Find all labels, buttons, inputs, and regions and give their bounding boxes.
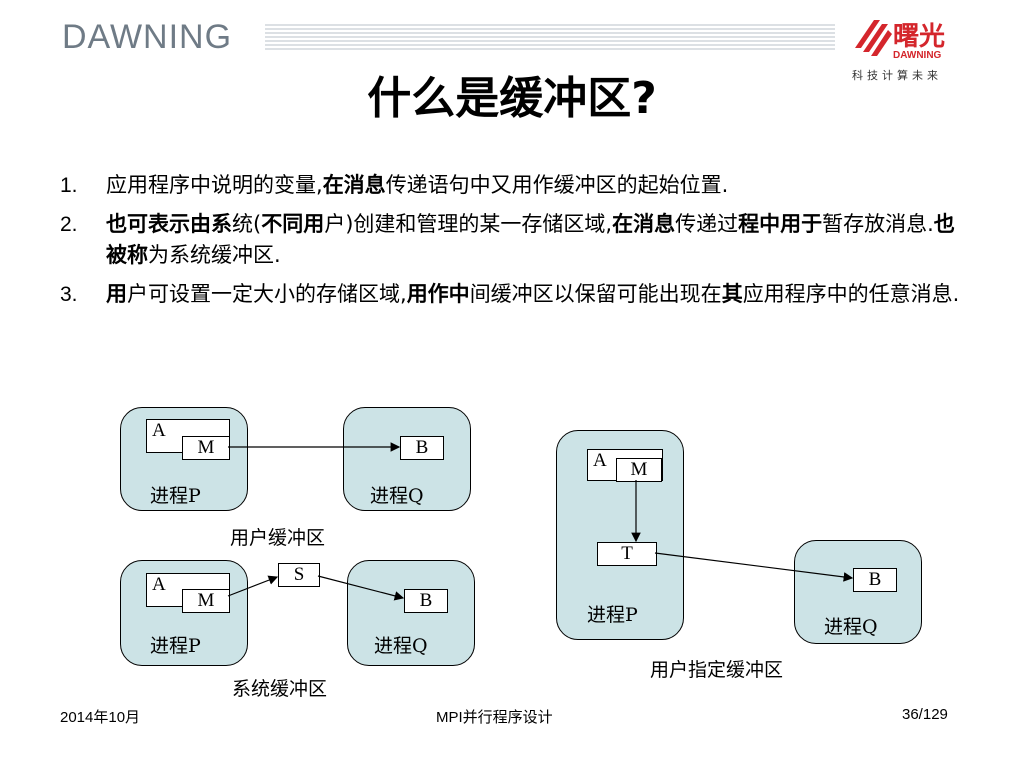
footer-course-title: MPI并行程序设计 — [436, 709, 553, 726]
item-number: 2. — [60, 213, 78, 236]
text-run-bold: 其 — [721, 282, 743, 306]
caption-system-buffer: 系统缓冲区 — [232, 678, 328, 700]
brand-slogan: 科技计算未来 — [852, 69, 942, 82]
message-m: M — [616, 458, 662, 482]
list-item: 1. 应用程序中说明的变量,在消息传递语句中又用作缓冲区的起始位置. — [60, 170, 960, 201]
text-run-bold: 在消息 — [322, 173, 386, 197]
text-run: 应用程序中说明的变量, — [106, 173, 323, 197]
text-run: 统( — [232, 212, 262, 236]
text-run: 传递过 — [675, 212, 739, 236]
item-number: 3. — [60, 283, 78, 306]
caption-user-specified-buffer: 用户指定缓冲区 — [650, 659, 784, 681]
user-buffer-t: T — [597, 542, 657, 566]
text-run-bold: 也可表示由系 — [106, 212, 232, 236]
text-run-bold: 用 — [106, 282, 127, 306]
text-run: 应用程序中的任意消息. — [742, 282, 960, 306]
buffer-b: B — [404, 589, 448, 613]
text-run: 暂存放消息. — [822, 212, 934, 236]
process-label: 进程Q — [824, 616, 878, 638]
caption-user-buffer: 用户缓冲区 — [230, 527, 326, 549]
process-label: 进程P — [150, 635, 201, 657]
item-number: 1. — [60, 174, 78, 197]
slide-title: 什么是缓冲区? — [367, 73, 657, 124]
process-label: 进程P — [587, 604, 638, 626]
text-run-bold: 程中用于 — [738, 212, 823, 236]
buffer-b: B — [853, 568, 897, 592]
brand-name-cn: 曙光 — [893, 22, 946, 52]
message-m: M — [182, 436, 230, 460]
footer-page-number: 36/129 — [902, 706, 948, 723]
text-run-bold: 用作中 — [406, 282, 470, 306]
header-decorative-lines — [265, 24, 835, 50]
process-label: 进程Q — [374, 635, 428, 657]
text-run: 户)创建和管理的某一存储区域, — [324, 212, 613, 236]
list-item: 2. 也可表示由系统(不同用户)创建和管理的某一存储区域,在消息传递过程中用于暂… — [60, 209, 960, 271]
buffer-b: B — [400, 436, 444, 460]
brand-name-en: DAWNING — [893, 50, 942, 61]
footer-date: 2014年10月 — [60, 709, 141, 726]
text-run-bold: 不同用 — [261, 212, 325, 236]
text-run: 为系统缓冲区. — [148, 243, 281, 267]
text-run-bold: 也被称 — [106, 212, 955, 267]
dawning-logo-text: DAWNING — [62, 18, 233, 56]
text-run: 户可设置一定大小的存储区域, — [127, 282, 407, 306]
list-item: 3. 用户可设置一定大小的存储区域,用作中间缓冲区以保留可能出现在其应用程序中的… — [60, 279, 960, 310]
text-run-bold: 在消息 — [612, 212, 676, 236]
definition-list: 1. 应用程序中说明的变量,在消息传递语句中又用作缓冲区的起始位置. 2. 也可… — [60, 170, 960, 318]
dawning-brand-emblem-icon — [855, 20, 892, 56]
process-label: 进程Q — [370, 485, 424, 507]
text-run: 传递语句中又用作缓冲区的起始位置. — [385, 173, 729, 197]
message-m: M — [182, 589, 230, 613]
process-label: 进程P — [150, 485, 201, 507]
text-run: 间缓冲区以保留可能出现在 — [469, 282, 722, 306]
system-buffer-process-q — [347, 560, 475, 666]
system-buffer-s: S — [278, 563, 320, 587]
